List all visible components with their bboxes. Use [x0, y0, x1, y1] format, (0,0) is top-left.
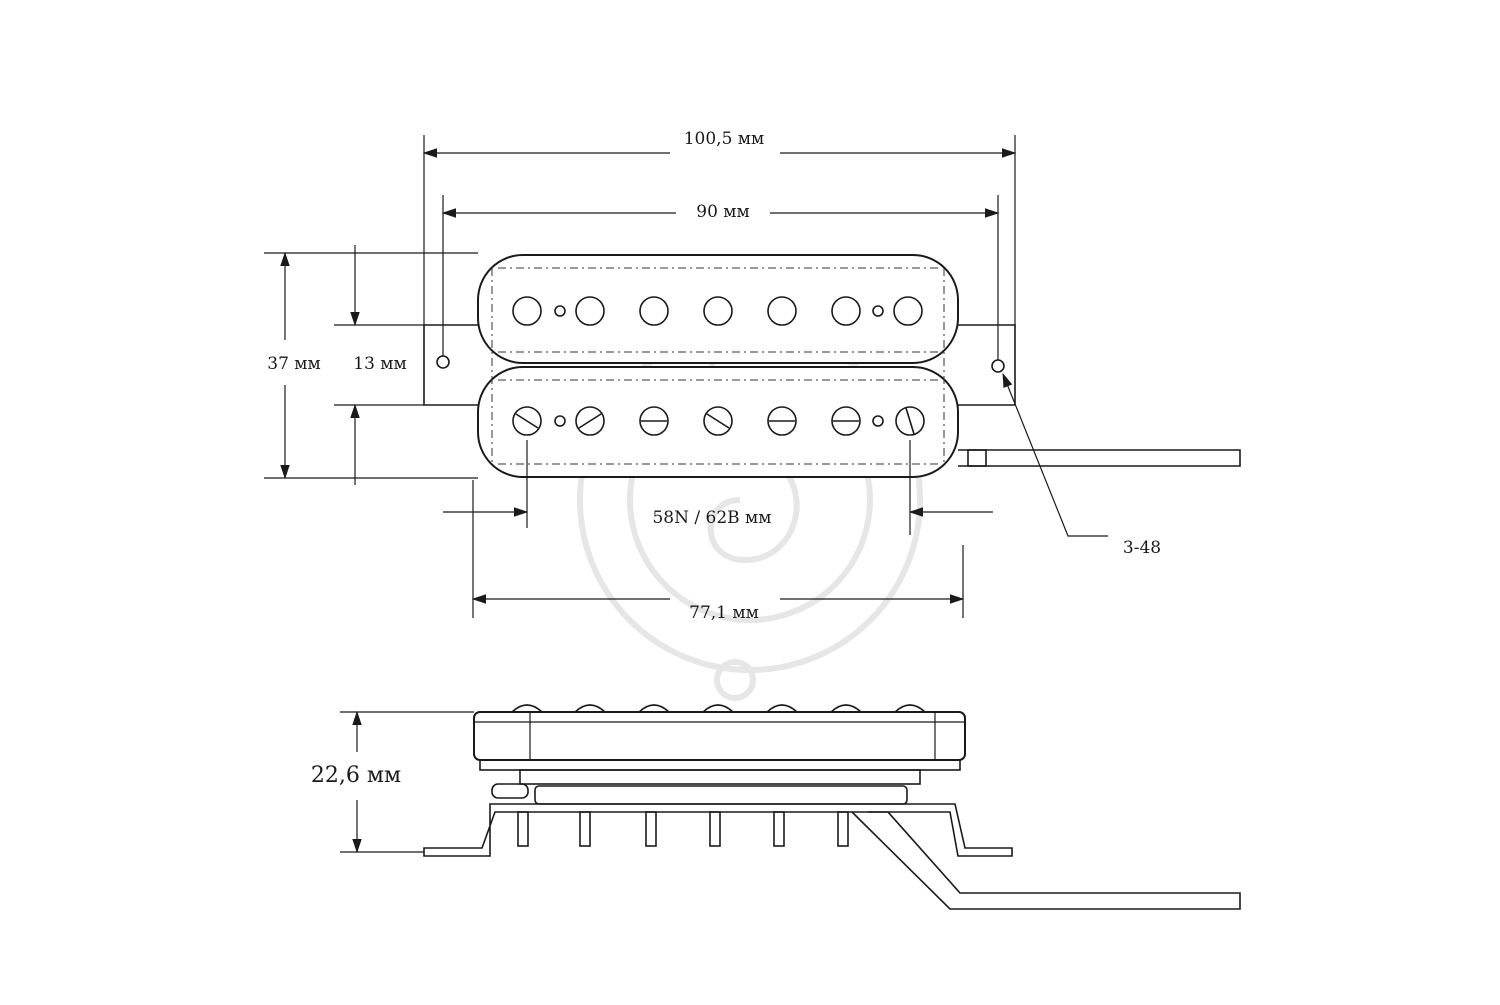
base-plate [479, 759, 961, 771]
side-view: 22,6 мм [311, 704, 1241, 910]
bobbin-bottom [477, 366, 959, 478]
dim-depth: 22,6 мм [311, 763, 401, 788]
lead-wire-top [958, 449, 1241, 467]
pole-tops [511, 704, 926, 713]
mounting-bracket [423, 803, 1013, 857]
bobbin-top [477, 254, 959, 364]
dim-inner-gap: 13 мм [353, 354, 406, 374]
screw-label: 3-48 [1123, 538, 1161, 558]
dim-mount-spacing: 90 мм [696, 202, 749, 222]
dim-pole-spacing: 58N / 62B мм [652, 508, 771, 528]
top-view: 100,5 мм 90 мм 37 мм 13 мм 58N / 62B мм … [264, 129, 1241, 623]
dim-overall-length: 100,5 мм [684, 129, 765, 149]
mount-hole-left [436, 355, 450, 369]
screw-shafts [517, 811, 849, 847]
top-pole-row [512, 296, 923, 326]
bottom-screw-row [512, 406, 925, 436]
dim-height: 37 мм [267, 354, 320, 374]
dim-body-length: 77,1 мм [689, 603, 759, 623]
mounting-plate [423, 324, 1016, 406]
pickup-cover [473, 711, 966, 761]
mount-hole-right [991, 359, 1005, 373]
lead-wire-side [851, 811, 1241, 910]
